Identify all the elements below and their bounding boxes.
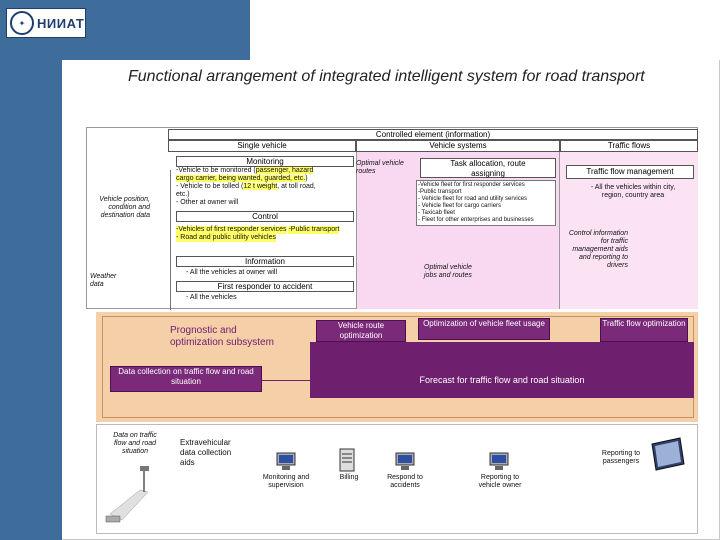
- billing-label: Billing: [339, 474, 359, 481]
- extravehicular-label: Extravehicular data collection aids: [180, 438, 232, 467]
- logo-text: НИИАТ: [37, 15, 85, 31]
- task-item: - Vehicle fleet for cargo carriers: [418, 203, 502, 209]
- monitoring-line3a: - Vehicle to be tolled (: [176, 183, 244, 190]
- monitoring-line2b: ): [305, 175, 308, 182]
- weather-label: Weather data: [90, 273, 117, 288]
- seal-icon: ✦: [10, 11, 34, 35]
- controlled-element-header: Controlled element (information): [168, 129, 698, 140]
- monitoring-line1b: passenger, hazard: [255, 167, 314, 174]
- monitoring-line4: etc.): [176, 191, 190, 198]
- monitoring-header: Monitoring: [176, 156, 354, 167]
- vehicle-systems-header: Vehicle systems: [356, 140, 560, 152]
- computer-icon: [395, 452, 415, 470]
- monitoring-line1a: -Vehicle to be monitored (: [176, 167, 256, 174]
- frame-left-band: [0, 0, 62, 540]
- control-item: -Public transport: [288, 226, 340, 234]
- optimal-routes-label: Optimal vehicle routes: [356, 160, 404, 175]
- vehicle-position-label: Vehicle position, condition and destinat…: [99, 196, 150, 219]
- computer-icon: [489, 452, 509, 470]
- task-item: - Fleet for other enterprises and busine…: [418, 217, 534, 223]
- fleet-optimization-box: Optimization of vehicle fleet usage: [418, 318, 550, 340]
- monitoring-line2a: cargo carrier, being wanted, guarded, et…: [176, 175, 306, 182]
- task-item: - Taxicab fleet: [418, 210, 455, 216]
- monitoring-supervision-label: Monitoring and supervision: [262, 474, 310, 489]
- monitoring-list: -Vehicle to be monitored (passenger, haz…: [176, 167, 354, 207]
- monitoring-line3b: 12 t weight: [243, 183, 278, 190]
- first-responder-header: First responder to accident: [176, 281, 354, 292]
- bottom-frame: [96, 424, 698, 534]
- traffic-flow-management-list: - All the vehicles within city, region, …: [570, 184, 696, 200]
- slide-title: Functional arrangement of integrated int…: [128, 68, 645, 85]
- monitoring-line5: - Other at owner will: [176, 199, 239, 206]
- optimal-jobs-label: Optimal vehicle jobs and routes: [424, 264, 472, 279]
- task-item: - Vehicle fleet for road and utility ser…: [418, 196, 528, 202]
- data-collection-connector: [262, 380, 310, 381]
- connector-line: [170, 170, 171, 310]
- forecast-box: [310, 342, 694, 398]
- control-header: Control: [176, 211, 354, 222]
- reporting-owner-label: Reporting to vehicle owner: [478, 474, 522, 489]
- computer-icon: [276, 452, 296, 470]
- control-information-label: Control information for traffic manageme…: [568, 230, 628, 269]
- task-allocation-list: -Vehicle fleet for first responder servi…: [416, 180, 556, 226]
- traffic-optimization-box: Traffic flow optimization: [600, 318, 688, 342]
- monitoring-line3c: , at toll road,: [277, 183, 316, 190]
- traffic-flow-item: region, country area: [601, 192, 665, 199]
- logo: ✦ НИИАТ: [6, 8, 86, 38]
- roadside-sensor-icon: [105, 466, 149, 523]
- reporting-passengers-label: Reporting to passengers: [601, 450, 641, 465]
- forecast-label: Forecast for traffic flow and road situa…: [419, 375, 585, 385]
- single-vehicle-header: Single vehicle: [168, 140, 356, 152]
- traffic-flows-header: Traffic flows: [560, 140, 698, 152]
- information-header: Information: [176, 256, 354, 267]
- control-item: - Road and public utility vehicles: [176, 234, 276, 242]
- respond-accidents-label: Respond to accidents: [387, 474, 423, 489]
- display-screen-icon: [651, 437, 685, 471]
- prognostic-label: Prognostic and optimization subsystem: [170, 325, 274, 348]
- information-line: - All the vehicles at owner will: [186, 269, 278, 276]
- data-collection-box: Data collection on traffic flow and road…: [110, 366, 262, 392]
- traffic-data-label: Data on traffic flow and road situation: [113, 432, 157, 455]
- task-allocation-header: Task allocation, route assigning: [420, 158, 556, 178]
- traffic-flow-management-header: Traffic flow management: [566, 165, 694, 179]
- traffic-flow-item: - All the vehicles within city,: [590, 184, 676, 191]
- route-optimization-box: Vehicle route optimization: [316, 320, 406, 342]
- server-icon: [339, 448, 355, 472]
- task-item: -Vehicle fleet for first responder servi…: [418, 182, 525, 188]
- control-list: -Vehicles of first responder services -P…: [176, 226, 354, 242]
- first-responder-line: - All the vehicles: [186, 294, 237, 301]
- task-item: -Public transport: [418, 189, 462, 195]
- control-item: -Vehicles of first responder services: [176, 226, 287, 234]
